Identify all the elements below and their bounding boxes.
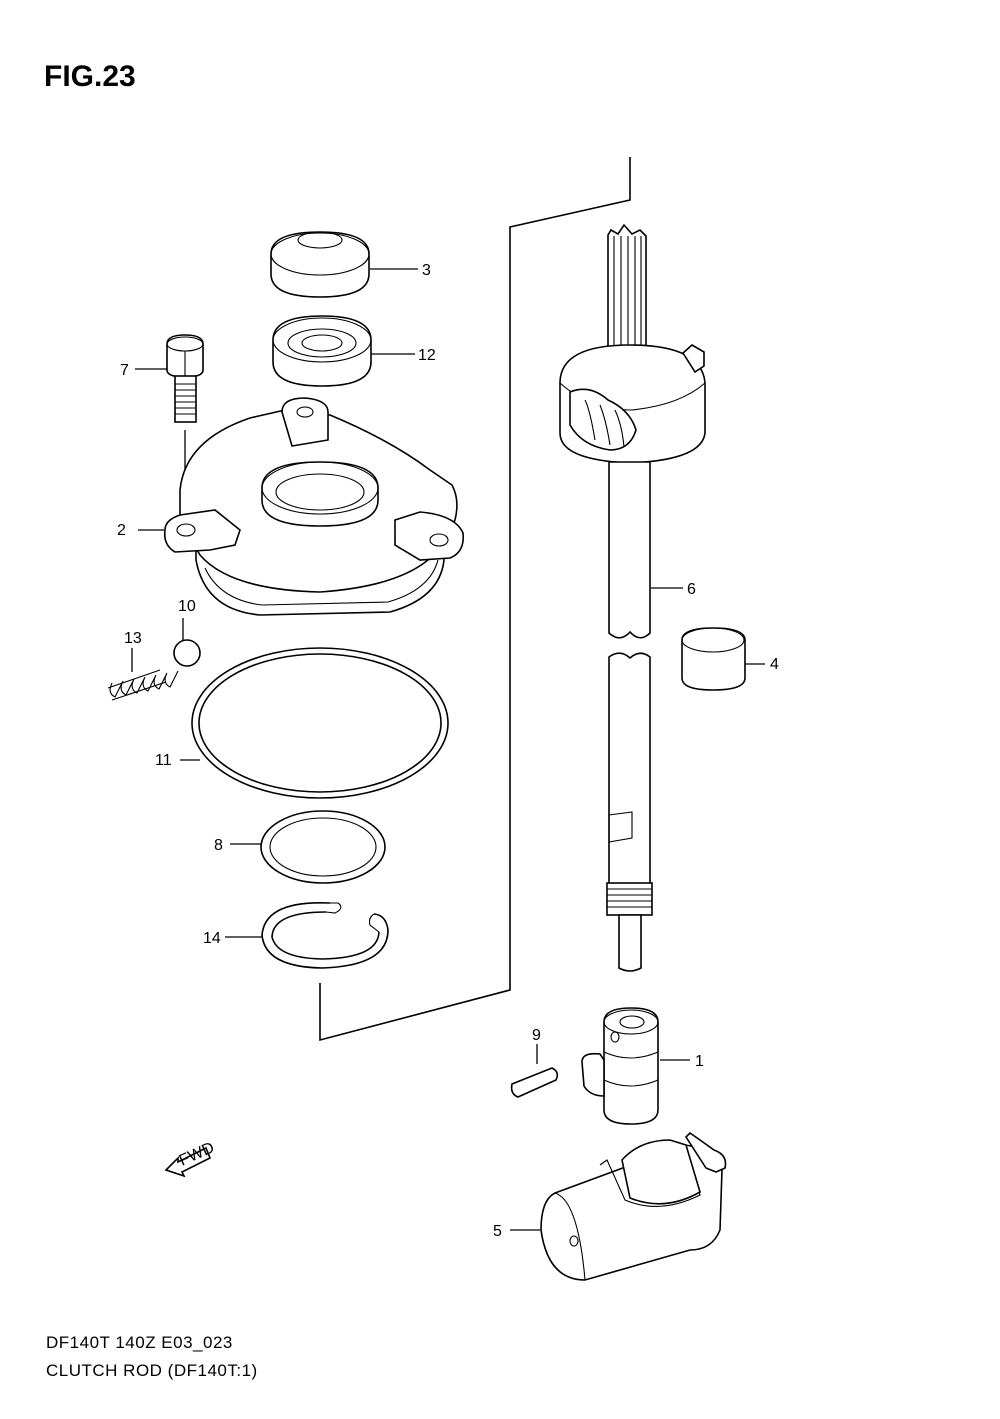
part-12-oil-seal xyxy=(272,315,372,387)
callout-3: 3 xyxy=(422,262,431,279)
part-3-washer xyxy=(270,231,370,298)
fwd-arrow-icon: FWD xyxy=(164,1139,217,1178)
part-9-pin xyxy=(510,1044,559,1098)
part-4-bushing xyxy=(681,627,765,691)
part-2-housing xyxy=(138,397,465,616)
figure-caption: CLUTCH ROD (DF140T:1) xyxy=(46,1361,258,1380)
callout-1: 1 xyxy=(695,1053,704,1070)
part-8-ring xyxy=(260,810,386,884)
callout-14: 14 xyxy=(203,930,221,947)
part-5-shift-cam xyxy=(510,1131,727,1281)
callout-5: 5 xyxy=(493,1223,502,1240)
part-6-clutch-rod xyxy=(559,223,706,972)
part-11-o-ring xyxy=(191,647,449,799)
assembly-boundary-line xyxy=(319,157,631,1042)
callout-2: 2 xyxy=(117,522,126,539)
part-10-ball xyxy=(173,639,201,667)
callout-12: 12 xyxy=(418,347,436,364)
part-1-shift-joint xyxy=(581,1007,690,1125)
callout-9: 9 xyxy=(532,1027,541,1044)
figure-code: DF140T 140Z E03_023 xyxy=(46,1333,233,1352)
part-13-spring xyxy=(107,648,179,701)
callout-6: 6 xyxy=(687,581,696,598)
callout-4: 4 xyxy=(770,656,779,673)
part-7-bolt xyxy=(166,334,204,522)
part-14-circlip xyxy=(261,901,389,969)
callout-8: 8 xyxy=(214,837,223,854)
callout-7: 7 xyxy=(120,362,129,379)
callout-10: 10 xyxy=(178,598,196,615)
figure-title: FIG.23 xyxy=(44,60,136,93)
callout-13: 13 xyxy=(124,630,142,647)
callout-11: 11 xyxy=(155,752,172,769)
